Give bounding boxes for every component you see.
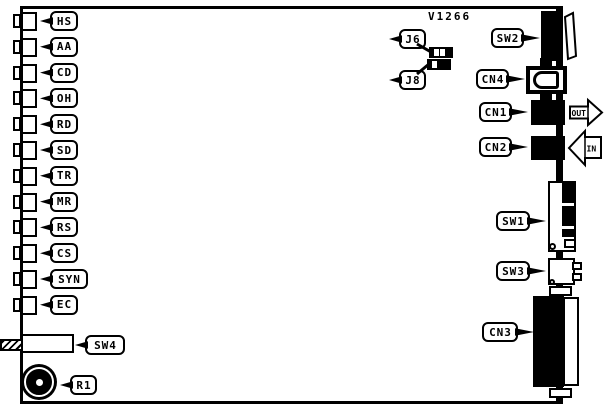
cn4-jack-opening — [533, 71, 559, 89]
led-pin — [13, 297, 21, 312]
switch-label-sw1: SW1 — [496, 211, 530, 231]
led-pin — [13, 117, 21, 132]
potentiometer-label-r1: R1 — [70, 375, 97, 395]
led-pin — [13, 168, 21, 183]
sw2-lever — [563, 11, 578, 61]
switch-sw4 — [21, 334, 74, 353]
led-pin — [13, 194, 21, 209]
led-row: MR — [0, 191, 95, 212]
led-row: OH — [0, 88, 95, 109]
led-indicator — [21, 295, 37, 315]
switch-label-sw4: SW4 — [85, 335, 125, 355]
led-pin — [13, 220, 21, 235]
led-indicator — [21, 270, 37, 289]
sw1-segment — [562, 229, 576, 237]
connector-label-cn3: CN3 — [482, 322, 518, 342]
cn3-mounting-tab — [549, 286, 572, 296]
led-label: MR — [50, 191, 78, 212]
led-label: CS — [50, 243, 78, 264]
potentiometer-r1 — [21, 364, 57, 400]
connector-cn3 — [533, 296, 564, 387]
cn4-bottom-tab — [540, 92, 552, 100]
jumper-label-j8: J8 — [399, 70, 426, 90]
switch-label-sw3: SW3 — [496, 261, 530, 281]
switch-label-sw2: SW2 — [491, 28, 524, 48]
sw1-segment — [562, 206, 576, 226]
in-arrow-label: IN — [587, 145, 597, 154]
part-number: V1266 — [428, 10, 472, 23]
led-indicator — [21, 166, 37, 186]
sw1-pivot-dot — [549, 243, 556, 250]
led-pin — [13, 272, 21, 286]
cn3-backshell — [563, 297, 579, 386]
led-row: AA — [0, 36, 95, 57]
led-label: SD — [50, 140, 78, 160]
led-indicator — [21, 218, 37, 238]
led-label: CD — [50, 62, 78, 83]
sw3-tab — [572, 262, 582, 270]
led-pin — [13, 143, 21, 157]
switch-sw2 — [541, 11, 563, 61]
sw1-segment — [562, 183, 576, 203]
led-row: CD — [0, 62, 95, 83]
jumper-block-j6 — [429, 47, 453, 58]
led-label: OH — [50, 88, 78, 109]
cn3-mounting-tab — [549, 388, 572, 398]
connector-label-cn1: CN1 — [479, 102, 512, 122]
cn4-top-tab — [540, 58, 552, 67]
led-indicator — [21, 244, 37, 264]
jumper-label-j6: J6 — [399, 29, 426, 49]
jumper-pin — [432, 61, 437, 68]
led-row: HS — [0, 11, 95, 31]
led-row: TR — [0, 165, 95, 186]
sw3-pivot-dot — [549, 279, 555, 285]
sw4-shaft-hatch — [0, 339, 21, 351]
led-pin — [13, 39, 21, 54]
led-pin — [13, 14, 21, 28]
led-pin — [13, 246, 21, 261]
connector-cn2 — [531, 136, 565, 160]
sw1-notch — [564, 239, 576, 248]
led-row: RS — [0, 217, 95, 238]
led-label: SYN — [50, 269, 88, 289]
led-indicator — [21, 12, 37, 31]
in-arrow-icon — [567, 128, 602, 168]
led-label: RS — [50, 217, 78, 238]
led-label: EC — [50, 294, 78, 315]
led-row: EC — [0, 294, 95, 315]
led-indicator — [21, 141, 37, 160]
led-row: RD — [0, 114, 95, 135]
switch-sw3 — [548, 258, 575, 285]
led-label: AA — [50, 36, 78, 57]
jumper-pin — [440, 49, 445, 56]
connector-label-cn4: CN4 — [476, 69, 509, 89]
connector-cn1 — [531, 100, 565, 125]
led-indicator — [21, 192, 37, 212]
sw3-tab — [572, 273, 582, 281]
led-label: HS — [50, 11, 78, 31]
led-label: RD — [50, 114, 78, 135]
led-row: SYN — [0, 269, 95, 289]
led-pin — [13, 91, 21, 106]
connector-label-cn2: CN2 — [479, 137, 512, 157]
led-label: TR — [50, 165, 78, 186]
jumper-block-j8 — [427, 59, 451, 70]
jumper-pin — [434, 49, 439, 56]
led-indicator — [21, 115, 37, 135]
out-arrow-icon — [569, 97, 604, 128]
led-row: SD — [0, 140, 95, 160]
led-row: CS — [0, 243, 95, 264]
led-indicator — [21, 63, 37, 83]
led-indicator — [21, 37, 37, 57]
led-pin — [13, 65, 21, 80]
out-arrow-label: OUT — [572, 109, 587, 118]
led-indicator — [21, 89, 37, 109]
